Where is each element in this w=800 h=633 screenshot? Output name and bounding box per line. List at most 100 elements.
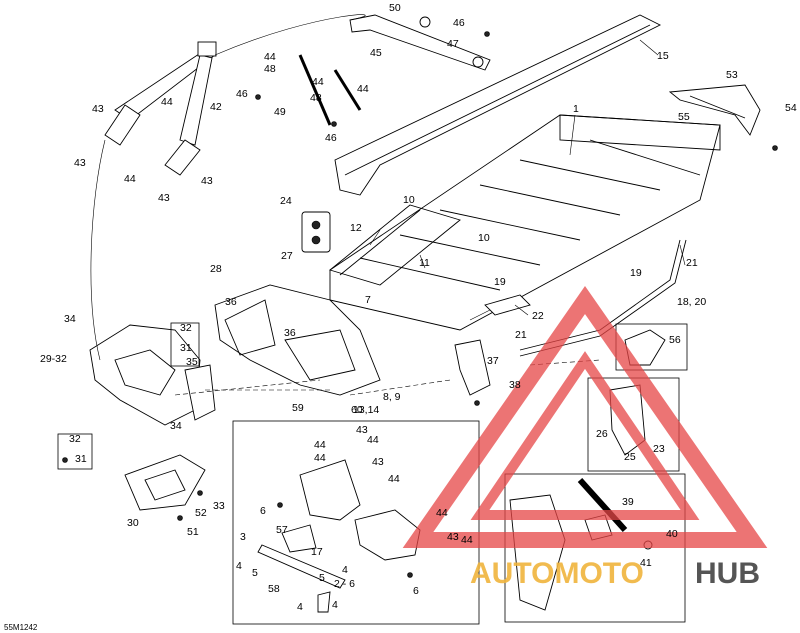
- callout-48: 48: [310, 92, 322, 104]
- callout-44: 44: [264, 51, 276, 63]
- callout-12: 12: [350, 222, 362, 234]
- part-24: [301, 211, 331, 253]
- callout-43: 43: [372, 456, 384, 468]
- callout-38: 38: [509, 379, 521, 391]
- callout-13-14: 13,14: [353, 404, 379, 416]
- callout-4: 4: [236, 560, 242, 572]
- callout-37: 37: [487, 355, 499, 367]
- callout-58: 58: [268, 583, 280, 595]
- callout-55: 55: [678, 111, 690, 123]
- tunnel-frame: [329, 114, 721, 331]
- callout-21: 21: [515, 329, 527, 341]
- callout-7: 7: [365, 294, 371, 306]
- callout-36: 36: [225, 296, 237, 308]
- callout-48: 48: [264, 63, 276, 75]
- callout-60: 60: [351, 404, 363, 416]
- front-bulkhead: [214, 284, 381, 396]
- callout-39: 39: [622, 496, 634, 508]
- callout-24: 24: [280, 195, 292, 207]
- callout-box-31-32-lower: [57, 433, 93, 470]
- callout-22: 22: [532, 310, 544, 322]
- callout-43: 43: [74, 157, 86, 169]
- callout-6: 6: [413, 585, 419, 597]
- callout-44: 44: [436, 507, 448, 519]
- lower-bracket-30: [124, 454, 206, 511]
- detail-box-center: [232, 420, 480, 625]
- callout-44: 44: [124, 173, 136, 185]
- callout-44: 44: [461, 534, 473, 546]
- callout-30: 30: [127, 517, 139, 529]
- callout-5: 5: [319, 572, 325, 584]
- callout-23: 23: [653, 443, 665, 455]
- column-support-42: [104, 41, 217, 176]
- callout-54: 54: [785, 102, 797, 114]
- heat-exchanger-15: [334, 14, 662, 196]
- callout-11: 11: [419, 257, 430, 269]
- struts-48-49: [298, 54, 362, 126]
- upper-brace-45: [349, 14, 491, 71]
- callout-43: 43: [92, 103, 104, 115]
- watermark-logo: [402, 285, 768, 548]
- callout-40: 40: [666, 528, 678, 540]
- callout-44: 44: [314, 439, 326, 451]
- watermark-text-left: AUTOMOTO: [470, 557, 644, 590]
- callout-44: 44: [367, 434, 379, 446]
- watermark-text-right: HUB: [695, 557, 760, 590]
- callout-47: 47: [447, 38, 459, 50]
- callout-3: 3: [240, 531, 246, 543]
- callout-27: 27: [281, 250, 293, 262]
- callout-33: 33: [213, 500, 225, 512]
- callout-42: 42: [210, 101, 222, 113]
- callout-10: 10: [403, 194, 415, 206]
- callout-18-20: 18, 20: [677, 296, 706, 308]
- callout-28: 28: [210, 263, 222, 275]
- side-bracket-37: [454, 339, 491, 396]
- callout-50: 50: [389, 2, 401, 14]
- callout-44: 44: [388, 473, 400, 485]
- callout-2-6: 2 - 6: [334, 578, 355, 590]
- callout-45: 45: [370, 47, 382, 59]
- detail-box-right-lower: [504, 473, 686, 623]
- callout-labels: 1 2 - 6 3 4 4 4 4 5 5 6 6 7 8, 9 10 10 1…: [40, 2, 797, 613]
- callout-59: 59: [292, 402, 304, 414]
- callout-5: 5: [252, 567, 258, 579]
- callout-43: 43: [356, 424, 368, 436]
- callout-1: 1: [573, 103, 579, 115]
- callout-31: 31: [75, 453, 87, 465]
- callout-44: 44: [312, 76, 324, 88]
- callout-43: 43: [447, 531, 459, 543]
- callout-10: 10: [478, 232, 490, 244]
- callout-box-31-32-upper: [170, 322, 200, 367]
- callout-19: 19: [630, 267, 642, 279]
- drawing-code: 55M1242: [4, 623, 38, 632]
- callout-34: 34: [170, 420, 182, 432]
- callout-4: 4: [332, 599, 338, 611]
- callout-43: 43: [201, 175, 213, 187]
- callout-46: 46: [453, 17, 465, 29]
- callout-17: 17: [311, 546, 323, 558]
- callout-32: 32: [180, 322, 192, 334]
- fasteners: [62, 31, 778, 578]
- callout-53: 53: [726, 69, 738, 81]
- callout-6: 6: [260, 505, 266, 517]
- callout-46: 46: [325, 132, 337, 144]
- callout-34: 34: [64, 313, 76, 325]
- nose-29-32: [89, 324, 201, 426]
- callout-35: 35: [186, 356, 198, 368]
- callout-4: 4: [297, 601, 303, 613]
- callout-44: 44: [314, 452, 326, 464]
- callout-25: 25: [624, 451, 636, 463]
- callout-52: 52: [195, 507, 207, 519]
- callout-51: 51: [187, 526, 199, 538]
- callout-41: 41: [640, 557, 652, 569]
- part-22: [484, 294, 531, 316]
- callout-4: 4: [342, 564, 348, 576]
- callout-31: 31: [180, 342, 192, 354]
- callout-21: 21: [686, 257, 698, 269]
- callout-26: 26: [596, 428, 608, 440]
- callout-49: 49: [274, 106, 286, 118]
- callout-29-32: 29-32: [40, 353, 67, 365]
- callout-32: 32: [69, 433, 81, 445]
